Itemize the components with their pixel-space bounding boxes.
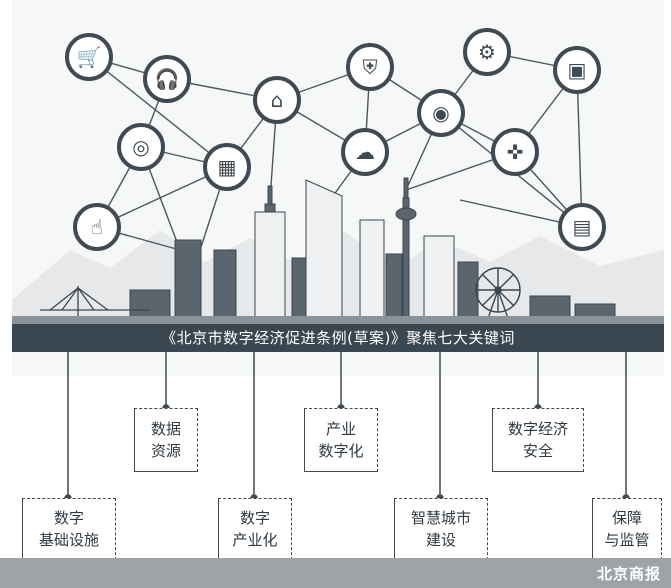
svg-text:◉: ◉	[432, 101, 449, 125]
shield-icon: ⛨	[346, 43, 394, 91]
headset-icon: 🎧	[143, 55, 191, 103]
keyword-line: 数字化	[318, 442, 364, 460]
svg-text:✜: ✜	[507, 140, 524, 164]
keyword-line: 建设	[425, 531, 456, 549]
camera-icon: ◉	[417, 89, 465, 137]
svg-text:☁: ☁	[355, 140, 375, 164]
cart-icon: 🛒	[65, 33, 113, 81]
building-antenna	[267, 185, 273, 205]
svg-text:🎧: 🎧	[155, 67, 180, 91]
keyword-box-security: 数字经济安全	[492, 408, 584, 472]
keyword-line: 智慧城市	[410, 509, 471, 527]
keyword-line: 产业	[325, 420, 356, 438]
keyword-box-smart: 智慧城市建设	[394, 498, 488, 560]
svg-text:▣: ▣	[568, 58, 587, 82]
network-nodes: 🛒 🎧 ⌂ ⛨ ⚙ ▣ ◉ ◎ ▦ ☁ ✜ ☝ ▤	[65, 28, 606, 251]
building	[254, 211, 286, 325]
banner-title: 《北京市数字经济促进条例(草案)》聚焦七大关键词	[12, 324, 664, 352]
svg-text:⚙: ⚙	[478, 40, 496, 64]
keyword-line: 安全	[522, 442, 553, 460]
watermark: 北京商报	[596, 565, 661, 583]
keyword-line: 基础设施	[38, 531, 99, 549]
svg-text:⌂: ⌂	[271, 88, 284, 112]
footer-bar	[0, 558, 671, 588]
ferris-wheel	[475, 267, 521, 325]
keyword-line: 保障	[611, 509, 642, 527]
keyword-line: 数字经济	[507, 420, 568, 438]
hand-icon: ☝	[73, 203, 121, 251]
robot-icon: ✜	[491, 128, 539, 176]
road	[12, 316, 664, 324]
building	[305, 179, 343, 325]
keyword-line: 数字	[53, 509, 84, 527]
tablet-icon: ▤	[558, 203, 606, 251]
cloud-icon: ☁	[341, 128, 389, 176]
building	[457, 261, 479, 325]
keyword-box-digitize: 产业数字化	[304, 408, 378, 472]
svg-text:☝: ☝	[91, 215, 103, 239]
svg-text:⛨: ⛨	[363, 55, 378, 79]
picture-icon: ▣	[553, 46, 601, 94]
network-link	[88, 56, 228, 168]
keyword-box-guarantee: 保障与监管	[592, 498, 662, 560]
svg-text:▤: ▤	[573, 215, 592, 239]
chip-icon: ▦	[203, 143, 251, 191]
svg-text:🛒: 🛒	[77, 45, 102, 69]
svg-text:◎: ◎	[132, 135, 149, 159]
keyword-line: 资源	[150, 442, 181, 460]
building	[213, 249, 237, 325]
tv-tower-pod	[395, 207, 417, 221]
keyword-box-infra: 数字基础设施	[22, 498, 116, 560]
keyword-line: 与监管	[604, 531, 650, 549]
building	[359, 219, 385, 325]
keyword-box-industry: 数字产业化	[218, 498, 292, 560]
keyword-box-data: 数据资源	[134, 408, 198, 472]
building	[385, 253, 403, 325]
keyword-line: 数据	[150, 420, 181, 438]
building	[423, 235, 455, 325]
network-link	[576, 69, 583, 228]
keyword-line: 数字	[239, 509, 270, 527]
gear-icon: ⚙	[463, 28, 511, 76]
svg-text:▦: ▦	[218, 155, 237, 179]
keyword-line: 产业化	[232, 531, 278, 549]
lens-icon: ◎	[117, 123, 165, 171]
building	[174, 239, 202, 325]
building-top	[264, 203, 276, 213]
tv-tower-spire	[403, 177, 409, 199]
home-icon: ⌂	[253, 76, 301, 124]
